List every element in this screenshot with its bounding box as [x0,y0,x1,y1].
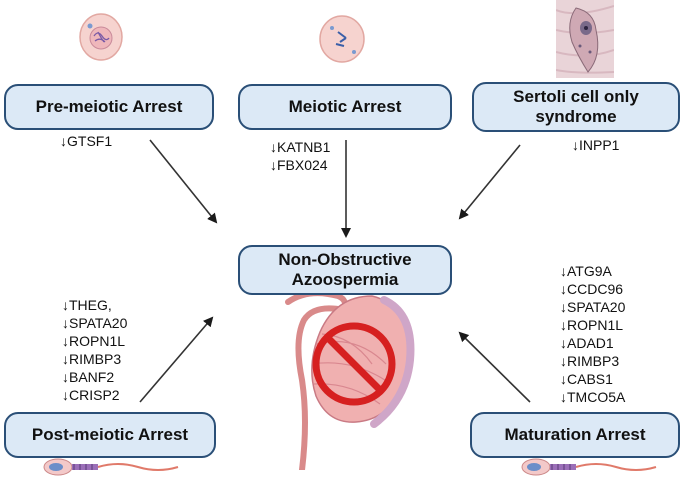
meiotic-gene-list: ↓KATNB1 ↓FBX024 [270,138,330,174]
post-meiotic-arrest-title: Post-meiotic Arrest [31,425,189,444]
gene-item: ↓FBX024 [270,157,328,173]
meiotic-cell-icon [319,15,365,63]
gene-item: ↓TMCO5A [560,389,626,405]
immature-sperm-icon [43,458,179,476]
pre-meiotic-arrest-title: Pre-meiotic Arrest [35,97,183,116]
maturation-gene-list: ↓ATG9A ↓CCDC96 ↓SPATA20 ↓ROPN1L ↓ADAD1 ↓… [560,262,625,406]
arrow-maturation [458,331,531,403]
gene-item: ↓ROPN1L [560,317,624,333]
sertoli-cell-only-box: Sertoli cell only syndrome [472,82,680,132]
gene-item: ↓SPATA20 [560,299,626,315]
post-meiotic-arrest-box: Post-meiotic Arrest [4,412,216,458]
gene-item: ↓ADAD1 [560,335,614,351]
gene-item: ↓BANF2 [62,369,115,385]
gene-item: ↓CABS1 [560,371,613,387]
meiotic-arrest-title: Meiotic Arrest [288,97,402,116]
gene-item: ↓THEG, [62,297,112,313]
maturation-arrest-box: Maturation Arrest [470,412,680,458]
sertoli-title-line1: Sertoli cell only [513,87,639,106]
mature-sperm-icon [521,458,657,476]
testis-prohibited-icon [285,290,415,470]
arrow-pre-meiotic [149,139,218,224]
non-obstructive-azoospermia-box: Non-Obstructive Azoospermia [238,245,452,295]
gene-item: ↓RIMBP3 [560,353,620,369]
gene-item: ↓CRISP2 [62,387,120,403]
gene-item: ↓ATG9A [560,263,612,279]
meiotic-arrest-box: Meiotic Arrest [238,84,452,130]
pre-meiotic-cell-icon [79,13,123,61]
pre-meiotic-arrest-box: Pre-meiotic Arrest [4,84,214,130]
gene-item: ↓RIMBP3 [62,351,122,367]
post-meiotic-gene-list: ↓THEG, ↓SPATA20 ↓ROPN1L ↓RIMBP3 ↓BANF2 ↓… [62,296,127,404]
gene-item: ↓CCDC96 [560,281,624,297]
center-title-line1: Non-Obstructive [278,250,412,269]
gene-item: ↓INPP1 [572,137,620,153]
pre-meiotic-gene-list: ↓GTSF1 [60,132,112,150]
sertoli-title-line2: syndrome [535,107,617,126]
gene-item: ↓SPATA20 [62,315,128,331]
sertoli-gene-list: ↓INPP1 [572,136,619,154]
gene-item: ↓KATNB1 [270,139,331,155]
sertoli-cell-icon [556,0,614,78]
maturation-arrest-title: Maturation Arrest [504,425,646,444]
gene-item: ↓GTSF1 [60,133,113,149]
gene-item: ↓ROPN1L [62,333,126,349]
arrow-post-meiotic [139,316,214,403]
arrow-sertoli [458,144,521,220]
center-title-line2: Azoospermia [291,270,399,289]
